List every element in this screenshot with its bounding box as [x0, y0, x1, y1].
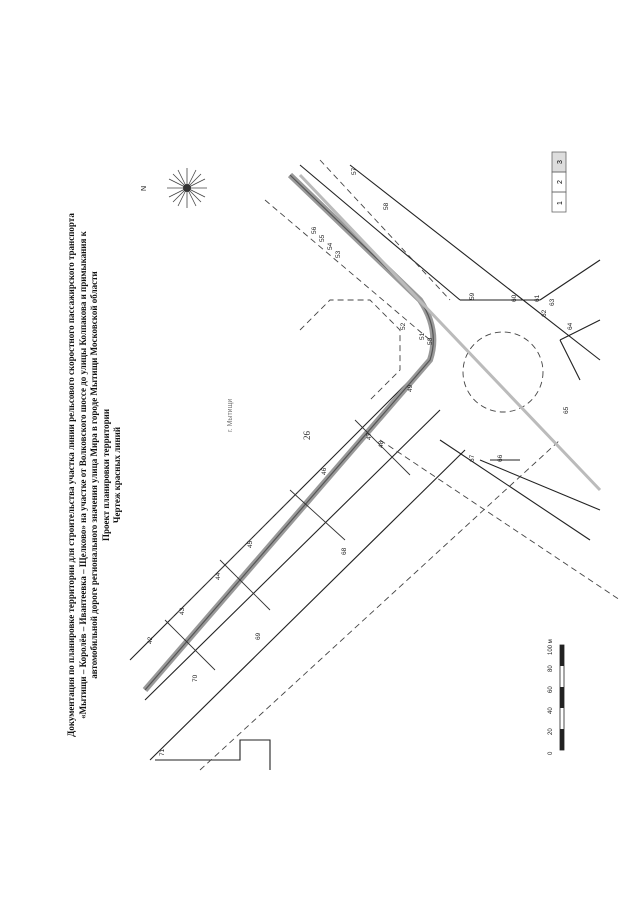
red-lines	[129, 164, 601, 770]
point-label-55: 55	[319, 234, 326, 242]
point-label-67: 67	[469, 454, 476, 462]
point-label-54: 54	[327, 242, 334, 250]
point-labels: 42 43 44 45 46 47 48 49 50 51 52 53 54 5…	[147, 167, 574, 756]
point-label-51: 51	[419, 332, 426, 340]
city-label: г. Мытищи	[227, 399, 234, 432]
scale-label-0: 0	[548, 751, 554, 755]
point-label-68: 68	[341, 547, 348, 555]
point-label-56: 56	[311, 226, 318, 234]
point-label-53: 53	[335, 250, 342, 258]
point-label-64: 64	[567, 322, 574, 330]
dashed-boundaries	[169, 159, 621, 771]
sheet-index: 3 2 1	[551, 151, 567, 213]
point-label-58: 58	[383, 202, 390, 210]
point-label-69: 69	[255, 632, 262, 640]
north-arrow-icon	[167, 168, 207, 208]
scale-label-20: 20	[548, 728, 554, 735]
scale-label-60: 60	[548, 686, 554, 693]
point-label-49: 49	[407, 384, 414, 392]
cross-sections	[164, 419, 411, 671]
point-label-45: 45	[247, 540, 254, 548]
north-label: N	[141, 186, 148, 191]
point-label-62: 62	[541, 309, 548, 317]
point-label-66: 66	[497, 454, 504, 462]
point-label-60: 60	[511, 294, 518, 302]
point-label-71: 71	[159, 748, 166, 756]
point-label-61: 61	[534, 294, 541, 302]
point-label-46: 46	[321, 467, 328, 475]
scale-label-40: 40	[548, 707, 554, 714]
rail-track	[142, 172, 602, 692]
scale-label-100: 100 м	[548, 639, 554, 655]
sheet-index-2: 2	[557, 180, 564, 184]
point-label-43: 43	[179, 607, 186, 615]
point-label-42: 42	[147, 636, 154, 644]
point-label-44: 44	[215, 572, 222, 580]
point-label-48: 48	[378, 440, 385, 448]
scale-label-80: 80	[548, 665, 554, 672]
point-label-57: 57	[351, 167, 358, 175]
sheet-index-1: 1	[557, 201, 564, 205]
point-label-52: 52	[400, 322, 407, 330]
sheet-index-3: 3	[557, 160, 564, 164]
point-label-63: 63	[549, 298, 556, 306]
point-label-65: 65	[563, 406, 570, 414]
point-label-70: 70	[192, 674, 199, 682]
point-label-47: 47	[366, 432, 373, 440]
point-label-59: 59	[469, 292, 476, 300]
point-label-50: 50	[427, 337, 434, 345]
scale-bar: 0 20 40 60 80 100 м	[548, 639, 565, 755]
